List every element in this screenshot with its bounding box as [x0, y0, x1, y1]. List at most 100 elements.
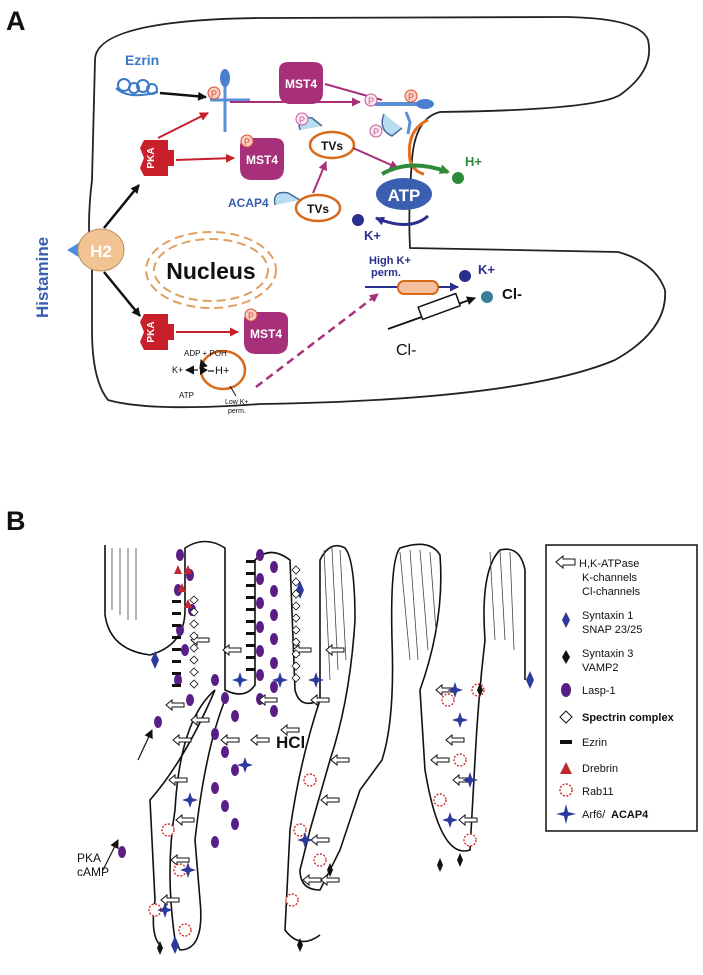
arrow-h2-to-pka-top	[103, 184, 140, 229]
acap4-lower	[273, 191, 301, 206]
syntaxin-3-mark	[327, 870, 333, 877]
spectrin-mark	[291, 601, 301, 611]
panel-a-label: A	[6, 6, 26, 36]
legend-arf6-icon	[556, 804, 576, 824]
arf6-acap4-mark	[462, 772, 478, 788]
ezrin-mark	[246, 656, 255, 659]
syntaxin-3-mark	[297, 938, 303, 945]
arrow-adp	[199, 359, 208, 370]
low-k-pointer	[229, 385, 237, 397]
rab11-mark	[303, 773, 317, 787]
tvs-lower	[294, 193, 342, 223]
lasp-1-dot	[256, 645, 264, 657]
syntaxin-3-mark	[157, 948, 163, 955]
arf6-acap4-mark	[447, 682, 463, 698]
arf6-acap4-mark	[308, 672, 324, 688]
legend-box	[545, 544, 698, 832]
lasp-1-dot	[176, 549, 184, 561]
mst4-bottom-label: MST4	[250, 327, 282, 341]
rab11-mark	[313, 853, 327, 867]
lasp-1-dot	[256, 597, 264, 609]
k-plus-label-lower: K+	[478, 262, 495, 277]
ezrin-mark	[246, 596, 255, 599]
drebrin-mark	[174, 565, 182, 574]
syntaxin-3-mark	[327, 863, 333, 870]
spectrin-mark	[291, 661, 301, 671]
hk-atpase-mark	[175, 813, 195, 827]
drebrin-mark	[184, 599, 192, 608]
hk-atpase-mark	[430, 753, 450, 767]
ezrin-mark	[246, 560, 255, 563]
lasp-1-dot	[270, 609, 278, 621]
svg-text:P: P	[211, 89, 217, 99]
cl-label-outer: Cl-	[502, 286, 522, 303]
hk-atpase-mark	[310, 833, 330, 847]
high-k-label: High K+	[369, 255, 411, 267]
spectrin-mark	[291, 637, 301, 647]
legend-syntaxin3-icon	[562, 650, 570, 664]
pka-camp-label-1: PKA	[77, 851, 101, 865]
lasp-1-dot	[270, 585, 278, 597]
legend-lasp-icon	[561, 683, 571, 697]
rab11-mark	[178, 923, 192, 937]
mst4-middle-phospho: P	[240, 134, 254, 148]
pka-arrow-upper	[137, 729, 153, 761]
syntaxin-1-mark	[151, 660, 159, 669]
arrow-pka-to-ezrin	[157, 112, 209, 139]
ezrin-mark	[172, 684, 181, 687]
legend-arf6-a: Arf6/	[582, 809, 606, 821]
spectrin-mark	[189, 631, 199, 641]
legend-ezrin: Ezrin	[582, 737, 607, 749]
hk-atpase-mark	[280, 723, 300, 737]
lasp-1-dot	[211, 728, 219, 740]
adp-poh-label: ADP + POH	[184, 349, 227, 358]
legend-syntaxin1-2: SNAP 23/25	[582, 624, 642, 636]
mst4-top-label: MST4	[285, 77, 317, 91]
drebrin-mark	[178, 583, 186, 592]
svg-text:P: P	[373, 127, 379, 137]
spectrin-mark	[189, 607, 199, 617]
k-plus-dot-lower	[459, 270, 471, 282]
syntaxin-3-mark	[157, 941, 163, 948]
proton-pump-flux-arrow	[381, 163, 450, 176]
legend-ezrin-icon	[560, 740, 572, 744]
arf6-acap4-mark	[182, 792, 198, 808]
h2-receptor	[77, 228, 125, 272]
lasp-1-dot	[174, 584, 182, 596]
lasp-1-dot	[118, 846, 126, 858]
arf6-acap4-mark	[157, 902, 173, 918]
ezrin-label: Ezrin	[125, 52, 159, 68]
spectrin-mark	[291, 649, 301, 659]
syntaxin-3-mark	[477, 683, 483, 690]
acap4-upper: P	[295, 112, 323, 131]
lasp-1-dot	[270, 657, 278, 669]
spectrin-mark	[291, 577, 301, 587]
legend-drebrin-icon	[560, 762, 572, 774]
lasp-1-dot	[186, 694, 194, 706]
legend-drebrin: Drebrin	[582, 763, 618, 775]
spectrin-mark	[189, 667, 199, 677]
high-k-perm-label: perm.	[371, 267, 401, 279]
svg-text:P: P	[368, 96, 374, 106]
hk-atpase-mark	[445, 733, 465, 747]
lasp-1-dot	[256, 621, 264, 633]
lasp-1-dot	[211, 836, 219, 848]
tvs-upper	[308, 130, 356, 160]
pka-top-label: PKA	[146, 147, 157, 168]
lasp-1-dot	[231, 818, 239, 830]
arrow-h2-to-pka-bottom	[103, 271, 141, 317]
h-plus-small: H+	[215, 365, 229, 377]
panel-b-label: B	[6, 506, 26, 536]
cl-channel	[417, 292, 462, 321]
hk-atpase-mark	[220, 733, 240, 747]
ezrin-mark	[172, 636, 181, 639]
legend-syntaxin1-icon	[562, 612, 570, 628]
lasp-1-dot	[221, 746, 229, 758]
lasp-1-dot	[270, 681, 278, 693]
canaliculus-markers	[118, 549, 534, 955]
histamine-label: Histamine	[33, 237, 52, 318]
hk-atpase-mark	[330, 753, 350, 767]
syntaxin-1-mark	[296, 581, 304, 590]
legend-lasp: Lasp-1	[582, 685, 616, 697]
